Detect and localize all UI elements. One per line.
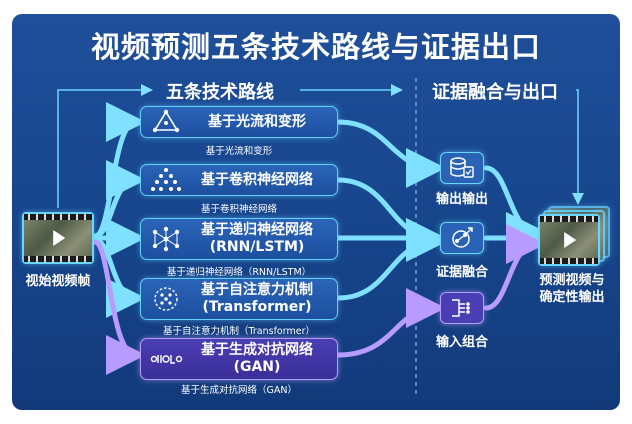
input-label: 视始视频帧 (25, 274, 91, 289)
input-to-gan (92, 239, 146, 375)
gan-icon (150, 355, 183, 364)
route-subtitle: (RNN/LSTM) (209, 239, 305, 255)
section-routes-title: 五条技术路线 (166, 82, 274, 103)
input-combine-icon (452, 299, 470, 317)
merge-label-input-combine: 输入组合 (435, 335, 488, 350)
database-icon (450, 157, 474, 178)
triangle-network-icon (152, 109, 180, 133)
combine-to-output (483, 224, 546, 311)
top-flow-line (57, 84, 584, 208)
gan-to-input-combine (335, 288, 446, 358)
route-card-transformer: 基于自注意力机制 (Transformer) (140, 278, 338, 320)
output-video-frame (538, 214, 600, 266)
route-subtitle: (GAN) (233, 359, 281, 375)
route-caption-transformer: 基于自注意力机制（Transformer） (162, 326, 315, 337)
route-title: 基于卷积神经网络 (201, 171, 313, 188)
route-title: 基于生成对抗网络 (201, 342, 313, 358)
play-icon (564, 232, 577, 248)
diagram-title: 视频预测五条技术路线与证据出口 (90, 30, 541, 64)
route-caption-rnn: 基于递归神经网络（RNN/LSTM） (166, 267, 312, 278)
rnn-network-icon (152, 226, 180, 252)
merge-label-fusion: 证据融合 (435, 265, 488, 280)
output-label-line2: 确定性输出 (539, 290, 605, 305)
input-to-routes (92, 102, 146, 318)
route-subtitle: (Transformer) (202, 299, 312, 315)
route-card-optical-flow: 基于光流和变形 (140, 106, 338, 138)
input-video-frame (22, 212, 94, 264)
section-evidence-title: 证据融合与出口 (432, 82, 558, 103)
merge-label-output: 输出输出 (435, 192, 488, 207)
route-title: 基于光流和变形 (208, 113, 306, 130)
route-caption-optical-flow: 基于光流和变形 (205, 146, 273, 157)
route-card-cnn: 基于卷积神经网络 (140, 164, 338, 196)
merge-node-input-combine (440, 292, 484, 324)
route-card-rnn: 基于递归神经网络 (RNN/LSTM) (140, 218, 338, 260)
output-label: 预测视频与 确定性输出 (526, 272, 618, 306)
route-title: 基于递归神经网络 (201, 222, 313, 238)
cnn-pyramid-icon (151, 168, 181, 191)
fusion-icon (452, 227, 473, 248)
merge-node-output (440, 152, 484, 184)
route-title: 基于自注意力机制 (201, 282, 313, 298)
attention-circle-icon (154, 287, 178, 311)
output-label-line1: 预测视频与 (539, 273, 605, 288)
routes-to-merge (335, 119, 446, 301)
route-card-gan: 基于生成对抗网络 (GAN) (140, 338, 338, 380)
route-caption-gan: 基于生成对抗网络（GAN） (181, 385, 297, 396)
play-icon (53, 230, 66, 246)
route-caption-cnn: 基于卷积神经网络 (200, 204, 277, 215)
merge-node-fusion (440, 222, 484, 254)
